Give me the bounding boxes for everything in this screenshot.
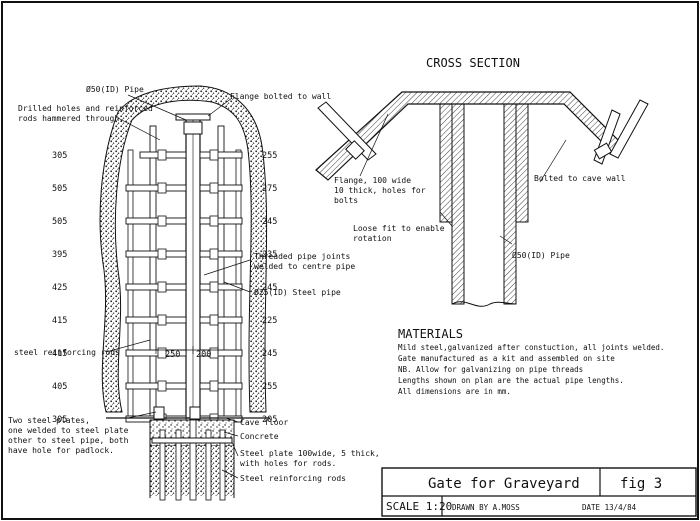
horizontal-bar — [199, 217, 243, 225]
left-dim-label: 505 — [52, 184, 67, 194]
pipe-joint — [157, 347, 167, 359]
horizontal-bar — [199, 283, 243, 291]
left-dim-label: 305 — [52, 151, 67, 161]
label-drilled-2: rods hammered through. — [18, 114, 124, 123]
right-dim-label: 245 — [262, 217, 277, 227]
pipe-joint — [157, 215, 167, 227]
right-dim-label: 245 — [262, 283, 277, 293]
label-bolted: Bolted to cave wall — [534, 174, 626, 183]
pipe-joint — [209, 281, 219, 293]
dim-200: 200 — [196, 350, 211, 360]
cross-section-view: CROSS SECTION Flange, 100 wide 10 thick — [315, 56, 649, 307]
materials-line: Mild steel,galvanized after constuction,… — [398, 343, 664, 352]
right-dim-label: 235 — [262, 250, 277, 260]
horizontal-bar — [199, 184, 243, 192]
left-dimensions: 305 505 505 395 425 415 415 405 305 — [52, 151, 67, 425]
left-dim-label: 425 — [52, 283, 67, 293]
label-plates-4: have hole for padlock. — [8, 446, 114, 455]
cross-section-title: CROSS SECTION — [426, 56, 520, 70]
materials-line: NB. Allow for galvanizing on pipe thread… — [398, 365, 583, 374]
label-plate-1: Steel plate 100wide, 5 thick, — [240, 449, 380, 458]
horizontal-bar — [199, 382, 243, 390]
materials-line: Gate manufactured as a kit and assembled… — [398, 354, 615, 363]
label-rods-bottom: Steel reinforcing rods — [240, 474, 346, 483]
label-plate-2: with holes for rods. — [240, 459, 336, 468]
label-threaded-2: welded to centre pipe — [254, 262, 355, 271]
left-dim-label: 415 — [52, 349, 67, 359]
materials-title: MATERIALS — [398, 327, 463, 341]
drawn-by: DRAWN BY A.MOSS — [452, 503, 520, 512]
right-dim-label: 225 — [262, 316, 277, 326]
horizontal-bar — [125, 250, 187, 258]
label-loose-1: Loose fit to enable — [353, 224, 445, 233]
label-threaded-1: Threaded pipe joints — [254, 252, 351, 261]
horizontal-bar — [199, 151, 243, 159]
horizontal-bars — [125, 149, 243, 425]
left-dim-label: 415 — [52, 316, 67, 326]
pipe-joint — [209, 215, 219, 227]
materials-notes: MATERIALS Mild steel,galvanized after co… — [398, 327, 664, 396]
label-pipe-top: Ø50(ID) Pipe — [86, 84, 144, 94]
label-flange-wall: Flange bolted to wall — [230, 92, 331, 101]
right-dim-label: 205 — [262, 415, 277, 425]
pipe-joint — [209, 182, 219, 194]
pipe-joint — [157, 281, 167, 293]
label-flange-3: bolts — [334, 196, 358, 205]
label-plates-1: Two steel plates, — [8, 416, 90, 425]
horizontal-bar — [125, 184, 187, 192]
right-dim-label: 275 — [262, 184, 277, 194]
dim-250: 250 — [165, 350, 180, 360]
label-plates-2: one welded to steel plate — [8, 426, 129, 435]
horizontal-bar — [125, 316, 187, 324]
drawing-scale: SCALE 1:20 — [386, 500, 452, 513]
label-steel-rods: steel reinforcing rods — [14, 348, 120, 357]
left-dim-label: 395 — [52, 250, 67, 260]
pipe-joint — [157, 149, 167, 161]
flange-profile — [315, 91, 625, 181]
right-dim-label: 245 — [262, 349, 277, 359]
horizontal-bar — [125, 283, 187, 291]
pipe-joint — [209, 248, 219, 260]
drawing-title: Gate for Graveyard — [428, 476, 580, 492]
padlock-plates — [153, 406, 165, 420]
pipe-joint — [209, 149, 219, 161]
left-dim-label: 305 — [52, 415, 67, 425]
label-cs-pipe: Ø50(ID) Pipe — [512, 250, 570, 260]
right-dim-label: 255 — [262, 151, 277, 161]
pipe-joint — [157, 380, 167, 392]
horizontal-bar — [199, 316, 243, 324]
materials-line: Lengths shown on plan are the actual pip… — [398, 376, 624, 385]
horizontal-bar — [125, 382, 187, 390]
label-steel-pipe: Ø25(ID) Steel pipe — [254, 287, 341, 297]
label-cave-floor: Cave floor — [240, 418, 288, 427]
title-block: Gate for Graveyard fig 3 SCALE 1:20 DRAW… — [381, 467, 697, 517]
right-dimensions: 255 275 245 235 245 225 245 255 205 — [262, 151, 277, 425]
horizontal-bar — [199, 349, 243, 357]
pipe-joint — [157, 314, 167, 326]
steel-plate — [151, 437, 233, 444]
label-drilled-1: Drilled holes and reinforced — [18, 104, 153, 113]
label-loose-2: rotation — [353, 234, 392, 243]
label-flange-2: 10 thick, holes for — [334, 186, 426, 195]
pipe-joint — [209, 380, 219, 392]
label-plates-3: other to steel pipe, both — [8, 436, 129, 445]
drawing-date: DATE 13/4/84 — [582, 503, 637, 512]
label-flange-1: Flange, 100 wide — [334, 176, 411, 185]
label-concrete: Concrete — [240, 432, 279, 441]
pipe-joint — [157, 248, 167, 260]
cross-section-pipe — [439, 103, 453, 223]
cave-rock-outline — [99, 85, 268, 413]
figure-number: fig 3 — [620, 476, 662, 492]
left-dim-label: 405 — [52, 382, 67, 392]
right-dim-label: 255 — [262, 382, 277, 392]
pipe-joint — [209, 314, 219, 326]
pipe-joint — [157, 182, 167, 194]
materials-line: All dimensions are in mm. — [398, 387, 511, 396]
horizontal-bar — [199, 250, 243, 258]
horizontal-bar — [125, 217, 187, 225]
left-dim-label: 505 — [52, 217, 67, 227]
